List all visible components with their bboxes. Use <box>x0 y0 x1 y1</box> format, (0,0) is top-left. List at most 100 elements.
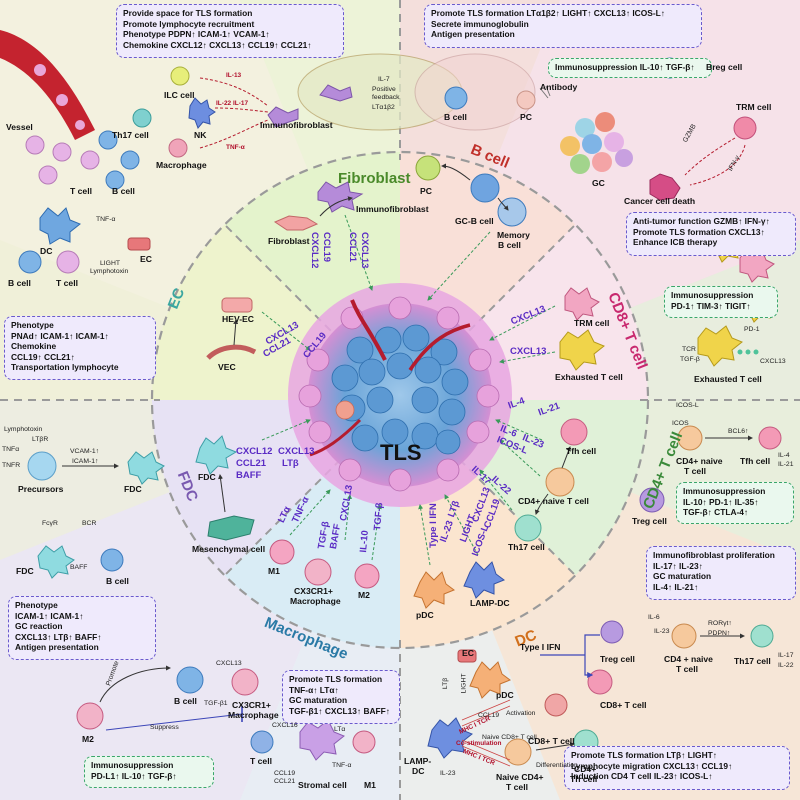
m1-outer-label: M1 <box>364 780 376 790</box>
vessel-graphic <box>0 30 95 140</box>
chem-cxcl12: CXCL12 <box>309 232 320 269</box>
light2-label: LIGHT <box>460 673 468 694</box>
differentiation-label: Differentiation <box>536 762 578 769</box>
tcell-outer-label: T cell <box>684 466 706 476</box>
il22-17-label: IL-22 IL-17 <box>216 100 249 107</box>
icam-label: ICAM-1↑ <box>72 458 99 465</box>
chem-cd8-cxcl13b: CXCL13 <box>510 346 547 357</box>
precursors-label: Precursors <box>18 484 64 494</box>
tcell4-label: T cell <box>506 782 528 792</box>
treg-outer-label: Treg cell <box>632 516 667 526</box>
il13-label: IL-13 <box>226 72 242 79</box>
antibody-label: Antibody <box>540 82 578 92</box>
light-label-1: LIGHT <box>100 260 121 267</box>
chem-cxcl13: CXCL13 <box>359 232 370 269</box>
immunofibroblast-outer <box>267 106 299 128</box>
macrophage-outer-label: Macrophage <box>156 160 207 170</box>
lymphotoxin2-label: Lymphotoxin <box>4 426 43 433</box>
cd4th-label: CD4+ <box>574 764 597 774</box>
cd4naive2-label: CD4 + naive <box>664 654 713 664</box>
tnfr-label: TNFR <box>2 462 21 469</box>
bcl6-label: BCL6↑ <box>728 428 749 435</box>
cd8-function-box: Anti-tumor function GZMB↑ IFN-γ↑Promote … <box>626 212 796 256</box>
pc-outer-label: PC <box>520 112 532 122</box>
chem-fdc-baff: BAFF <box>236 470 262 481</box>
ccl19b-label: CCL19 <box>478 712 500 719</box>
tgfb-outer-label: TGF-β <box>680 356 700 363</box>
tgfb1-label: TGF-β1 <box>204 700 228 707</box>
th17-outer-label: Th17 cell <box>112 130 149 140</box>
tnfa3-label: TNFα <box>2 446 20 453</box>
breg-label: Breg cell <box>706 62 743 72</box>
dc2-label: DC <box>412 766 425 776</box>
inner-lampdc-label: LAMP-DC <box>470 598 510 608</box>
ccl21-outer-label: CCL21 <box>274 778 296 785</box>
tfh-outer-label: Tfh cell <box>740 456 771 466</box>
pdc-outer-label: pDC <box>496 690 514 700</box>
trm-outer-label: TRM cell <box>736 102 772 112</box>
bcell-label-2: B cell <box>8 278 31 288</box>
vessel-label: Vessel <box>6 122 33 132</box>
immunofibroblast-outer-label: Immunofibroblast <box>260 120 333 130</box>
icos-outer-label: ICOS <box>672 420 689 427</box>
inner-mesenchymal-label: Mesenchymal cell <box>192 544 266 554</box>
tnfa4-label: TNF-α <box>332 762 352 769</box>
tnf-label-1: TNF-α <box>96 216 116 223</box>
lymphotoxin-label-1: Lymphotoxin <box>90 268 129 275</box>
lta2-label: LTα <box>334 726 346 733</box>
cxcl16-label: CXCL16 <box>272 722 298 729</box>
naive-cd8-label: Naive CD8+ T cell <box>482 734 537 741</box>
inner-m1-label: M1 <box>268 566 280 576</box>
ccl19-outer-label: CCL19 <box>274 770 296 777</box>
il22-outer-label: IL-22 <box>778 662 794 669</box>
bcr-label: BCR <box>82 520 97 527</box>
bcell-outer-label: B cell <box>444 112 467 122</box>
activation-label: Activation <box>506 710 536 717</box>
dc-label-1: DC <box>40 246 53 256</box>
inner-exhausted-label: Exhausted T cell <box>555 372 623 382</box>
ltb-outer-label: LTβ <box>442 677 450 690</box>
ilc-arrows <box>199 77 269 149</box>
exhausted-outer <box>697 325 743 367</box>
tls-center-label: TLS <box>380 440 422 465</box>
bcell-function-box: Promote TLS formation LTα1β2↑ LIGHT↑ CXC… <box>424 4 702 48</box>
dc-function-box: Promote TLS formation LTβ↑ LIGHT↑Lymphoc… <box>564 746 790 790</box>
bcell4-label: B cell <box>174 696 197 706</box>
inner-immunofibroblast-label: Immunofibroblast <box>356 204 429 214</box>
cd4naive-outer-label: CD4+ naive <box>676 456 723 466</box>
typei-label: Type I IFN <box>520 642 561 652</box>
ilc-label: ILC cell <box>164 90 195 100</box>
costim-label: Co-stimulation <box>456 740 502 747</box>
inner-pdc-label: pDC <box>416 610 434 620</box>
chem-ccl21: CCL21 <box>347 232 358 263</box>
tcell2-label: T cell <box>676 664 698 674</box>
chem-fdc-cxcl13: CXCL13 <box>278 446 315 457</box>
il7-label: IL-7 <box>378 76 390 83</box>
gc-label: GC <box>592 178 605 188</box>
inner-fdc-label: FDC <box>198 472 216 482</box>
positive-label: Positive <box>372 86 396 93</box>
sector-label-fibroblast: Fibroblast <box>338 170 411 187</box>
tcr-label: TCR <box>682 346 696 353</box>
il4-outer-label: IL-4 <box>778 452 790 459</box>
gc-cluster <box>560 112 633 174</box>
ilc-cluster <box>132 66 216 158</box>
inner-memory-label: Memory <box>497 230 530 240</box>
inner-trm-label: TRM cell <box>574 318 610 328</box>
baff-outer-label: BAFF <box>70 564 88 571</box>
cxcl13-outer-label: CXCL13 <box>760 358 786 365</box>
inner-gcb-label: GC-B cell <box>455 216 494 226</box>
chem-fdc-cxcl12: CXCL12 <box>236 446 273 457</box>
chem-ccl19: CCL19 <box>321 232 332 263</box>
inner-th17-label: Th17 cell <box>508 542 545 552</box>
